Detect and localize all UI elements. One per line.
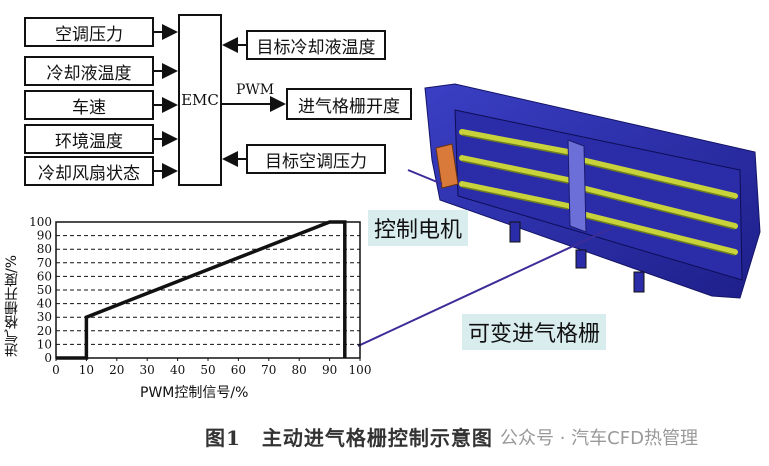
chart-x-tick-label: 40 [170,363,185,377]
emc-controller: EMC [178,14,222,186]
input-coolant-temp: 冷却液温度 [24,56,154,86]
figure-caption: 图1 主动进气格栅控制示意图 [205,426,493,450]
chart-x-axis-label: PWM控制信号/% [140,385,249,401]
chart-x-tick-label: 20 [109,363,124,377]
target-ac-pressure-box: 目标空调压力 [246,144,386,174]
target-coolant-temp-box: 目标冷却液温度 [246,30,386,60]
chart-y-tick-label: 10 [37,337,52,351]
grille-opening-box: 进气格栅开度 [286,88,412,120]
chart-y-tick-label: 90 [37,229,52,243]
chart-x-tick-label: 0 [52,363,60,377]
chart-y-tick-label: 40 [37,297,52,311]
grille-illustration [424,83,761,299]
callout-motor: 控制电机 [368,210,469,246]
chart-x-tick-label: 80 [292,363,307,377]
callout-grille: 可变进气格栅 [462,314,607,350]
input-arrows [154,24,286,179]
chart-y-tick-label: 0 [44,351,52,365]
chart-x-tick-label: 10 [79,363,94,377]
input-ambient-temp: 环境温度 [24,124,154,154]
chart-x-tick-label: 50 [200,363,215,377]
chart-y-tick-label: 70 [37,256,52,270]
grille-leader-line [357,227,613,347]
chart-x-tick-label: 70 [261,363,276,377]
pwm-signal-label: PWM [236,82,275,98]
chart-y-tick-label: 50 [37,283,52,297]
chart-y-axis-label: 进气格栅开度/% [4,254,20,358]
chart-y-tick-label: 80 [37,242,52,256]
chart-x-tick-label: 60 [231,363,246,377]
input-fan-status: 冷却风扇状态 [24,156,154,186]
chart-series-line [56,220,347,360]
chart-y-tick-label: 60 [37,269,52,283]
input-ac-pressure: 空调压力 [24,17,154,47]
watermark: 公众号 · 汽车CFD热管理 [500,428,698,449]
chart-y-tick-label: 30 [37,310,52,324]
chart-y-tick-label: 100 [29,215,52,229]
chart-y-tick-label: 20 [37,324,52,338]
chart-x-tick-label: 30 [140,363,155,377]
input-vehicle-speed: 车速 [24,90,154,120]
motor-leader-line [407,169,443,185]
chart-x-tick-label: 100 [349,363,372,377]
chart-x-tick-label: 90 [322,363,337,377]
